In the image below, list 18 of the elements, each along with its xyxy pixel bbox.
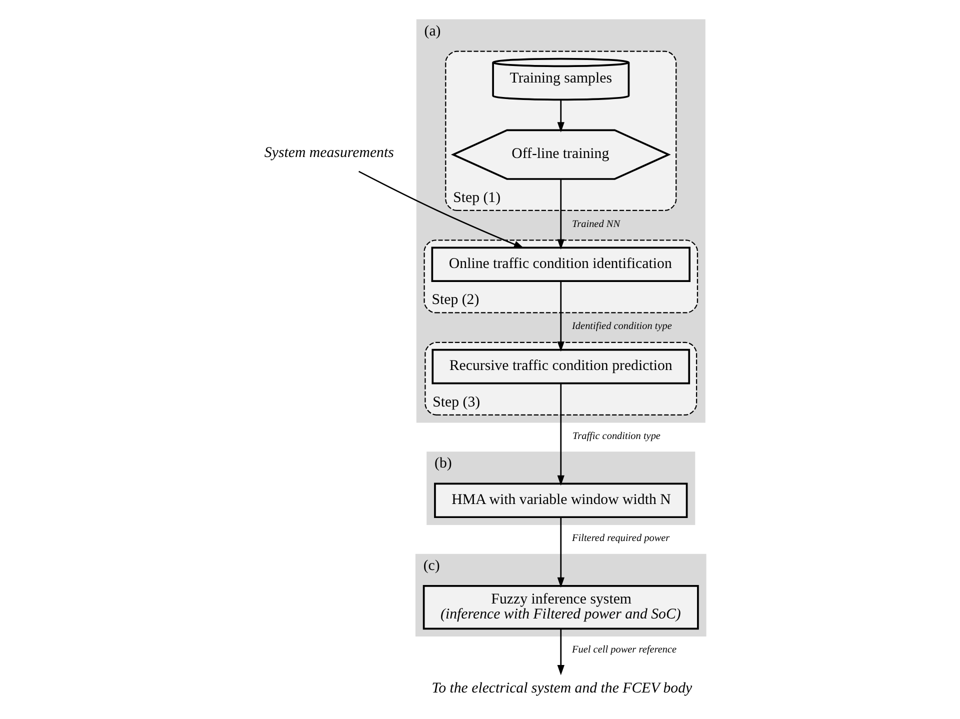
node-text: To the electrical system and the FCEV body	[431, 680, 692, 697]
node-text: System measurements	[264, 145, 394, 162]
node-box: Fuzzy inference system (inference with Filtered power and SoC)	[422, 584, 698, 630]
node-box: Recursive traffic condition prediction	[431, 348, 690, 384]
arrow	[556, 517, 564, 588]
edge-label: Traffic condition type	[572, 430, 660, 442]
node-box: HMA with variable window width N	[434, 482, 688, 518]
arrow	[358, 170, 524, 248]
arrow	[556, 383, 564, 486]
edge-label: Fuel cell power reference	[572, 644, 676, 656]
arrow	[556, 178, 564, 250]
node-box: Online traffic condition identification	[430, 246, 690, 282]
arrow	[556, 281, 564, 352]
edge-label: Identified condition type	[572, 321, 672, 332]
edge-label: Filtered required power	[572, 533, 670, 544]
arrow	[556, 629, 564, 676]
arrow	[556, 100, 564, 132]
edge-label: Trained NN	[572, 219, 620, 230]
